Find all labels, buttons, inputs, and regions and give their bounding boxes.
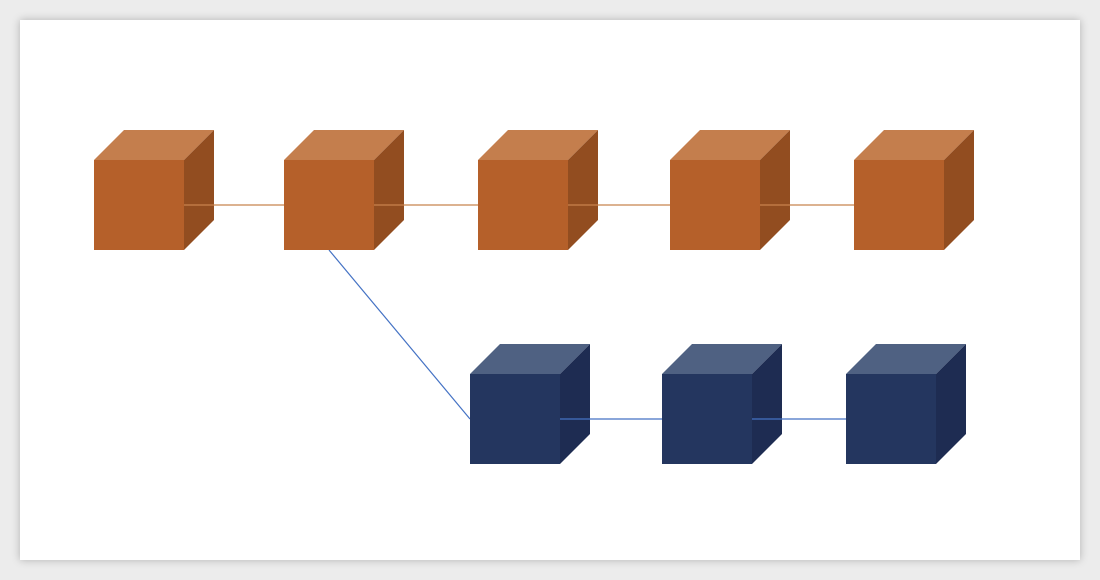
cube-front-face <box>854 160 944 250</box>
cube-top-face <box>478 130 598 160</box>
cube-front-face <box>662 374 752 464</box>
cube-side-face <box>374 130 404 250</box>
cube-top-face <box>846 344 966 374</box>
cube-front-face <box>284 160 374 250</box>
cube-front-face <box>846 374 936 464</box>
cube-top-face <box>470 344 590 374</box>
cube-top-face <box>284 130 404 160</box>
cube-side-face <box>568 130 598 250</box>
cube-side-face <box>760 130 790 250</box>
cube-side-face <box>752 344 782 464</box>
cube-top-face <box>854 130 974 160</box>
cube-top-face <box>670 130 790 160</box>
cube-orange-3[interactable] <box>478 130 598 250</box>
cube-front-face <box>670 160 760 250</box>
cube-front-face <box>478 160 568 250</box>
cube-front-face <box>470 374 560 464</box>
slide-canvas <box>20 20 1080 560</box>
cube-side-face <box>936 344 966 464</box>
connector-line-orange-2-to-blue-1 <box>328 249 471 420</box>
cube-side-face <box>560 344 590 464</box>
cube-side-face <box>944 130 974 250</box>
cube-side-face <box>184 130 214 250</box>
cubes-layer <box>94 130 974 464</box>
cube-top-face <box>662 344 782 374</box>
cube-orange-2[interactable] <box>284 130 404 250</box>
cube-blue-3[interactable] <box>846 344 966 464</box>
cube-blue-2[interactable] <box>662 344 782 464</box>
cube-orange-5[interactable] <box>854 130 974 250</box>
cube-orange-4[interactable] <box>670 130 790 250</box>
cube-top-face <box>94 130 214 160</box>
cube-orange-1[interactable] <box>94 130 214 250</box>
cube-front-face <box>94 160 184 250</box>
cube-blue-1[interactable] <box>470 344 590 464</box>
